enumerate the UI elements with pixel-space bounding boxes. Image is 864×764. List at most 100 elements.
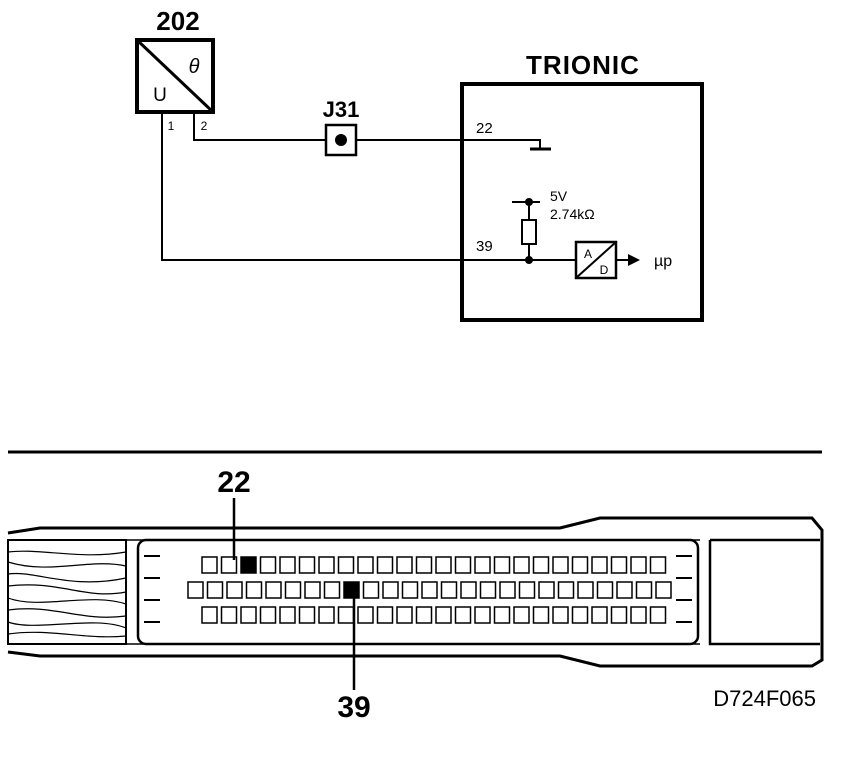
connector-pin [259,606,277,624]
highlighted-pin [240,556,257,574]
connector-pin [655,581,672,599]
connector-pin [454,606,472,624]
connector-pin [396,606,413,624]
junction-j31: J31 [323,97,360,157]
connector-pin [591,606,608,624]
adc-input-node [525,256,533,264]
connector-pin [440,581,458,599]
callout-pin22-label: 22 [217,466,250,499]
connector-housing [7,516,824,668]
connector-pin [610,606,628,624]
connector-pin [630,606,647,624]
connector-pin [479,581,497,599]
resistor-value-label: 2.74kΩ [550,206,595,222]
connector-pin [259,556,277,574]
connector-pin [187,581,204,599]
temperature-sensor-202: 202 θ U 1 2 [135,6,215,133]
connector-pin [474,556,491,574]
connector-pin [557,581,575,599]
trionic-ecu: TRIONIC 22 5V 2.74kΩ 39 A D µp [460,50,704,322]
connector-pin [616,581,633,599]
connector-pin [220,606,238,624]
adc-a-label: A [584,247,592,261]
connector-pin [382,581,399,599]
connector-pin [499,581,516,599]
ground-wire [462,139,541,148]
connector-pin [493,556,511,574]
connector-pin [357,606,374,624]
callout-pin39-label: 39 [337,691,370,724]
connector-pin [421,581,438,599]
connector-pin [279,606,296,624]
connector-pin [298,556,316,574]
schematic-wires [161,112,462,261]
connector-pin [318,556,335,574]
connector-pin [532,606,550,624]
connector-pin [435,606,452,624]
connector-pin [577,581,594,599]
connector-pin [401,581,419,599]
connector-pin [279,556,296,574]
connector-pin [552,606,569,624]
ecu-title: TRIONIC [526,50,640,80]
connector-latch [708,538,820,646]
connector-pin [552,556,569,574]
ecu-pin22-label: 22 [476,120,493,137]
microprocessor-label: µp [654,253,672,270]
figure-code: D724F065 [713,686,816,711]
connector-pin [474,606,491,624]
wire-pin1-to-ecu [161,112,462,261]
connector-pin [337,556,355,574]
adc-d-label: D [600,263,609,277]
connector-pin [610,556,628,574]
connector-pin [206,581,224,599]
sensor-u-symbol: U [153,85,167,106]
junction-dot [335,134,347,146]
adc-output-arrow [628,254,640,266]
connector-pin [493,606,511,624]
connector-pin [415,606,433,624]
connector-pin [201,606,218,624]
sensor-id-label: 202 [156,6,199,36]
connector-pin [538,581,555,599]
connector-pin [220,556,238,574]
connector-pin [201,556,218,574]
ecu-box [460,82,704,322]
sensor-pin1-label: 1 [168,119,175,133]
connector-pins [187,556,672,624]
connector-pin [376,606,394,624]
sensor-diagonal [135,38,215,114]
supply-voltage-label: 5V [550,188,568,204]
connector-pin [630,556,647,574]
connector-pin [532,556,550,574]
connector-pin [240,606,257,624]
pullup-resistor [521,219,537,245]
connector-pin [513,606,530,624]
adc-diagonal [575,241,617,279]
connector-pin [265,581,282,599]
wire-pin2-to-j31 [193,112,326,141]
connector-pin [226,581,243,599]
connector-pin [454,556,472,574]
connector-pin [337,606,355,624]
connector-pin [284,581,302,599]
connector-pin [435,556,452,574]
connector-pin [415,556,433,574]
cable-bundle [7,539,127,645]
connector-pin [591,556,608,574]
locking-slots [144,555,692,623]
connector-pin [245,581,263,599]
connector-pin [571,556,589,574]
connector-pin [298,606,316,624]
connector-pin [571,606,589,624]
sensor-theta-symbol: θ [189,56,200,78]
connector-pin [649,606,667,624]
highlighted-pin [343,581,360,599]
connector-pin [649,556,667,574]
junction-j31-label: J31 [323,97,360,122]
connector-pin [323,581,341,599]
connector-pin [318,606,335,624]
connector-pin [518,581,536,599]
connector-pin [357,556,374,574]
